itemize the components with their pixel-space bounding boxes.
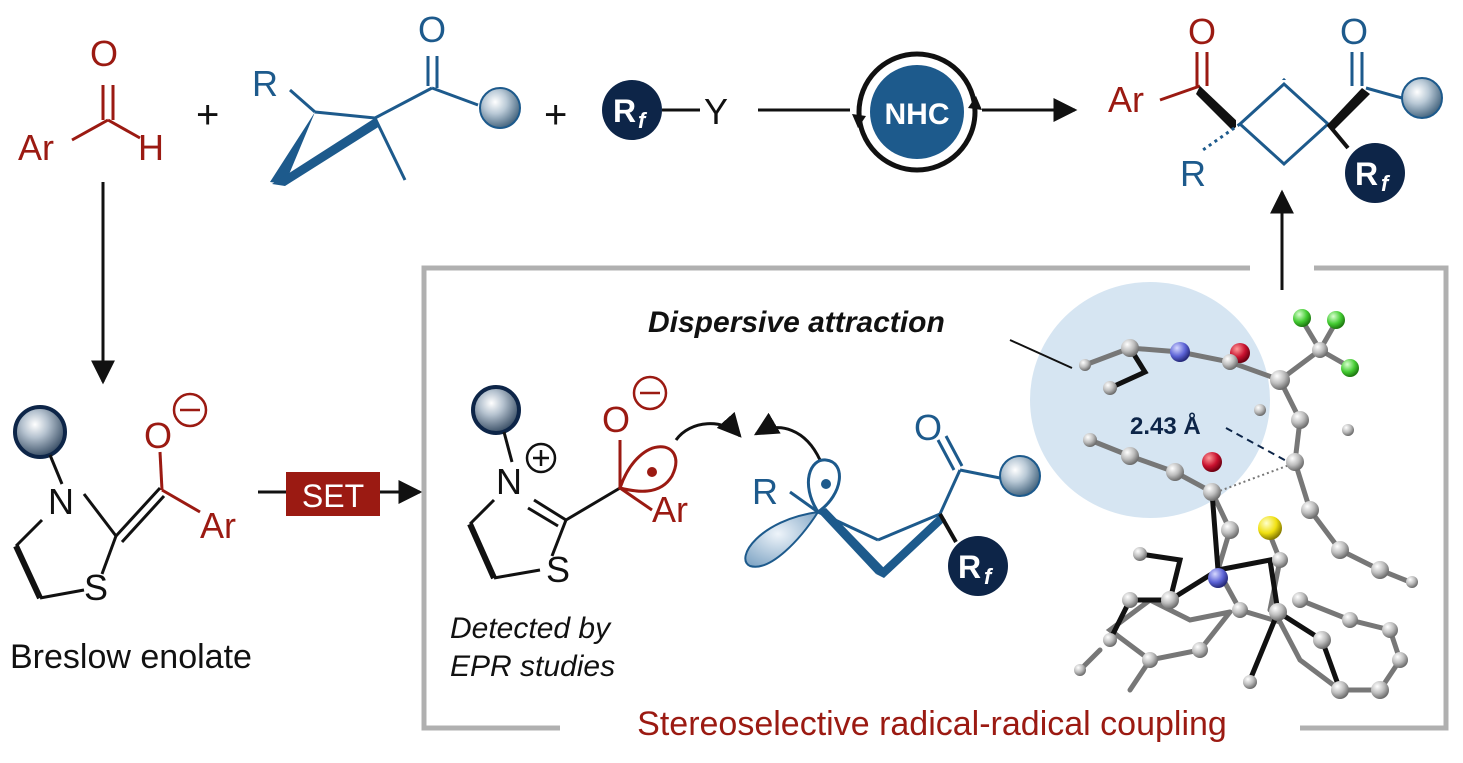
set-step: SET	[258, 472, 423, 516]
radical-rf-f: f	[984, 564, 994, 589]
radical-cation-o: O	[602, 399, 630, 440]
bcp-ester-ball	[479, 87, 521, 129]
epr-note-line1: Detected by	[450, 612, 612, 645]
rf-reagent: R f Y	[602, 80, 728, 140]
breslow-ball	[13, 405, 67, 459]
rf-reagent-y: Y	[704, 91, 728, 132]
transition-state-model: Dispersive attraction 2.43 Å	[648, 282, 1418, 699]
bcp-o: O	[418, 9, 446, 50]
rf-reagent-r: R	[613, 93, 636, 129]
radical-o: O	[914, 407, 942, 448]
product-o2: O	[1340, 11, 1368, 52]
box-caption: Stereoselective radical-radical coupling	[637, 705, 1227, 743]
aldehyde-ar: Ar	[18, 127, 54, 168]
breslow-enolate: N S O Ar Breslow enolate	[10, 392, 252, 676]
cyclobutyl-radical: R O R f	[744, 407, 1041, 596]
breslow-o: O	[144, 415, 172, 456]
radical-cation-s: S	[546, 549, 570, 590]
curved-arrow-1	[674, 411, 742, 441]
breslow-label: Breslow enolate	[10, 638, 252, 676]
radical-cation-ar: Ar	[652, 489, 688, 530]
set-label: SET	[302, 478, 364, 514]
rf-reagent-f: f	[638, 108, 648, 133]
nhc-catalytic-arrow: NHC	[758, 51, 1078, 173]
plus-1: +	[196, 93, 219, 137]
product-o1: O	[1188, 11, 1216, 52]
nhc-label: NHC	[885, 98, 950, 131]
aldehyde: O Ar H	[18, 33, 164, 168]
aldehyde-o: O	[90, 33, 118, 74]
radical-ester-ball	[999, 455, 1041, 497]
dispersive-label: Dispersive attraction	[648, 306, 945, 339]
breslow-s: S	[84, 567, 108, 608]
breslow-n: N	[48, 481, 74, 522]
radical-r: R	[752, 471, 778, 512]
mechanism-box: Stereoselective radical-radical coupling	[421, 265, 1449, 743]
radical-cation-n: N	[496, 461, 522, 502]
cyclobutane-product: O Ar R O R f	[1108, 11, 1443, 203]
product-r: R	[1180, 153, 1206, 194]
epr-note-line2: EPR studies	[450, 650, 615, 683]
radical-rf-r: R	[958, 549, 981, 585]
product-rf-r: R	[1355, 156, 1378, 192]
curved-arrow-2	[753, 412, 822, 461]
aldehyde-h: H	[138, 127, 164, 168]
plus-2: +	[544, 93, 567, 137]
radical-cation-ball	[471, 385, 521, 435]
product-rf-f: f	[1381, 171, 1391, 196]
dispersion-highlight	[1030, 282, 1270, 518]
radical-cation: N S O Ar Detected by EPR studies	[450, 375, 688, 683]
breslow-ar: Ar	[200, 505, 236, 546]
bicyclobutane-reagent: R O	[252, 9, 521, 186]
product-ester-ball	[1401, 77, 1443, 119]
bcp-r: R	[252, 63, 278, 104]
distance-label: 2.43 Å	[1130, 412, 1201, 440]
product-ar: Ar	[1108, 79, 1144, 120]
